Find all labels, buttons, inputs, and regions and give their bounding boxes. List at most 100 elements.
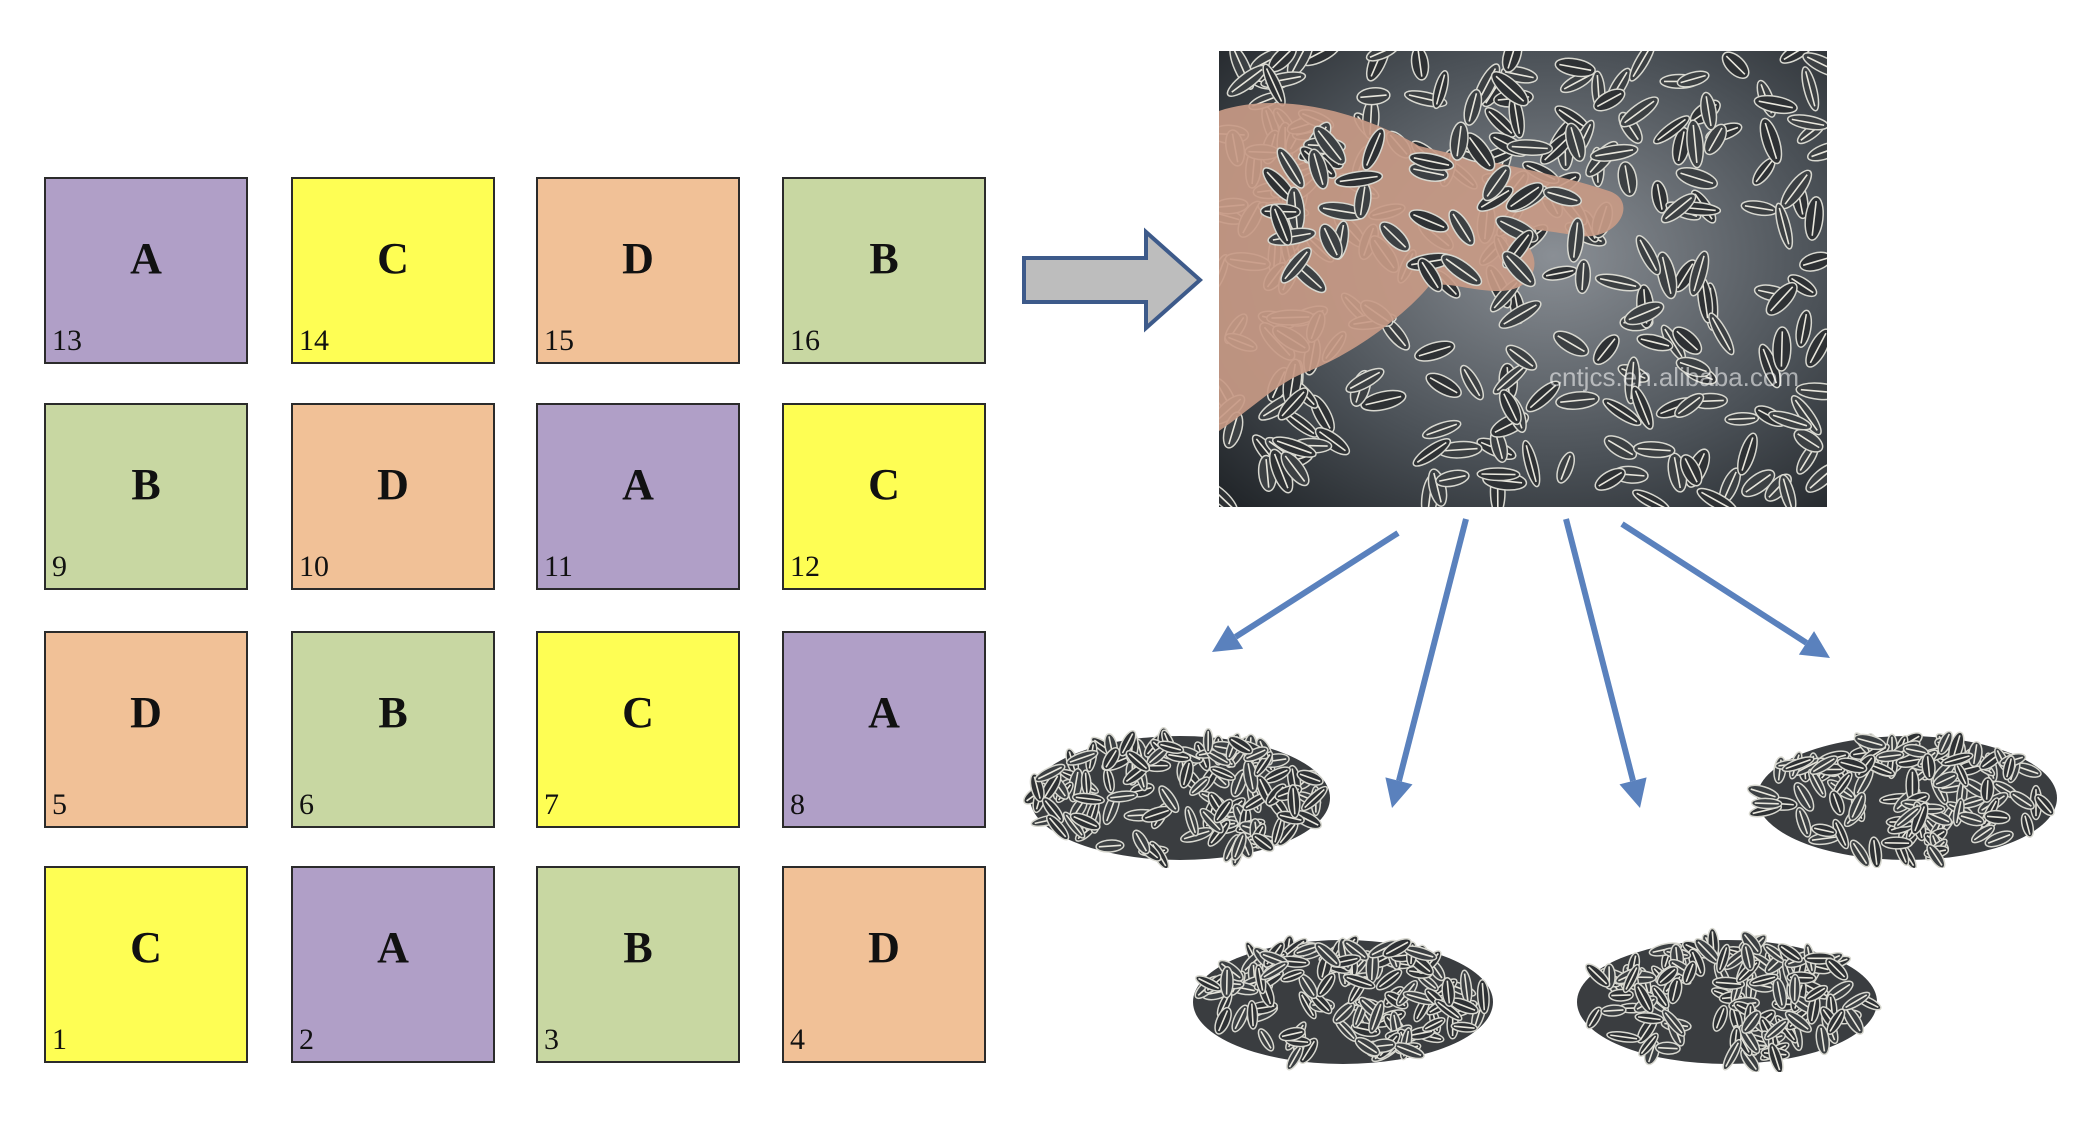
seed <box>1606 1031 1642 1043</box>
seed <box>1622 963 1640 994</box>
seed <box>1102 768 1115 794</box>
seed <box>1802 52 1827 78</box>
seed <box>1202 727 1214 755</box>
seed <box>1484 107 1517 138</box>
seed <box>1970 824 1996 844</box>
seed <box>1740 943 1756 972</box>
seed <box>1260 960 1289 981</box>
seed <box>1308 148 1329 190</box>
arrow-to-pile-2-head <box>1385 777 1413 808</box>
seed <box>1408 209 1450 233</box>
seed <box>1603 435 1638 460</box>
seed <box>1793 782 1815 812</box>
plot-number-label: 1 <box>52 1023 67 1056</box>
seed <box>1777 943 1803 963</box>
plot-number-label: 8 <box>790 788 805 821</box>
seed <box>1805 462 1827 493</box>
seed <box>1722 1038 1742 1071</box>
seed <box>1921 752 1936 781</box>
seed <box>1214 1006 1232 1035</box>
seed <box>1623 301 1665 326</box>
seed <box>1476 467 1521 482</box>
plot-number-label: 9 <box>52 550 67 583</box>
hand-seeds <box>1259 121 1586 294</box>
seed <box>1679 454 1703 487</box>
seed <box>1594 467 1626 491</box>
seed <box>1805 328 1827 368</box>
seed <box>1654 1041 1681 1055</box>
seed <box>1712 1004 1729 1032</box>
seed <box>1554 57 1596 78</box>
seed <box>1448 209 1476 247</box>
seed <box>1231 831 1247 861</box>
seed <box>1740 200 1778 217</box>
seed <box>1132 829 1151 855</box>
seed <box>1422 1017 1446 1033</box>
seed <box>1382 938 1412 959</box>
seed <box>1505 344 1538 371</box>
seed <box>1632 441 1676 459</box>
seed <box>1741 469 1776 498</box>
seed <box>1125 749 1151 773</box>
seed <box>1593 88 1626 112</box>
seed-harvest-photo-svg: cntjcs.en.alibaba.com <box>1219 51 1827 507</box>
seed <box>1243 746 1269 763</box>
seed <box>1608 988 1634 1002</box>
seed <box>1661 1008 1686 1037</box>
seed <box>1476 978 1490 1015</box>
seed <box>1379 221 1411 252</box>
seed <box>1102 747 1121 771</box>
seed <box>1721 51 1750 79</box>
seed <box>1809 755 1839 776</box>
seed <box>1674 392 1705 418</box>
seed <box>1034 763 1066 783</box>
seed <box>1296 769 1324 786</box>
seed <box>1506 139 1554 156</box>
seed <box>1983 809 2011 825</box>
seed <box>1716 943 1731 974</box>
plot-treatment-label: B <box>378 688 408 737</box>
seed <box>1630 385 1654 430</box>
seed <box>1759 117 1783 165</box>
plot-number-label: 2 <box>299 1023 314 1056</box>
seed <box>1636 333 1674 352</box>
seed <box>1984 830 2014 848</box>
seed <box>1651 180 1669 214</box>
seed <box>1634 1012 1665 1025</box>
seed-pile-svg <box>1577 927 1882 1074</box>
seed <box>1219 966 1234 999</box>
seed <box>1449 121 1469 161</box>
seed <box>1849 839 1871 868</box>
seed <box>1638 1032 1659 1057</box>
seed <box>1251 832 1275 853</box>
plot-treatment-label: A <box>868 688 900 737</box>
seed <box>1585 963 1611 988</box>
arrow-to-pile-4-shaft <box>1620 521 1809 646</box>
seed <box>1632 489 1671 507</box>
seed <box>1440 253 1483 287</box>
seed <box>1361 127 1386 171</box>
seed <box>1574 258 1592 295</box>
plot-treatment-label: B <box>131 460 161 509</box>
seed-pile-svg <box>1193 934 1493 1071</box>
seed <box>1585 1006 1603 1030</box>
seed <box>2002 755 2016 781</box>
arrow-to-pile-3-head <box>1619 777 1647 808</box>
seed <box>1656 965 1679 987</box>
seed <box>2009 790 2035 810</box>
seed <box>1095 839 1125 853</box>
seed <box>1219 481 1238 507</box>
seed <box>1106 790 1139 803</box>
plot-number-label: 11 <box>544 550 573 583</box>
seed <box>1772 326 1792 372</box>
seed <box>1425 372 1462 398</box>
seed <box>1448 997 1479 1015</box>
seed <box>1276 147 1305 189</box>
